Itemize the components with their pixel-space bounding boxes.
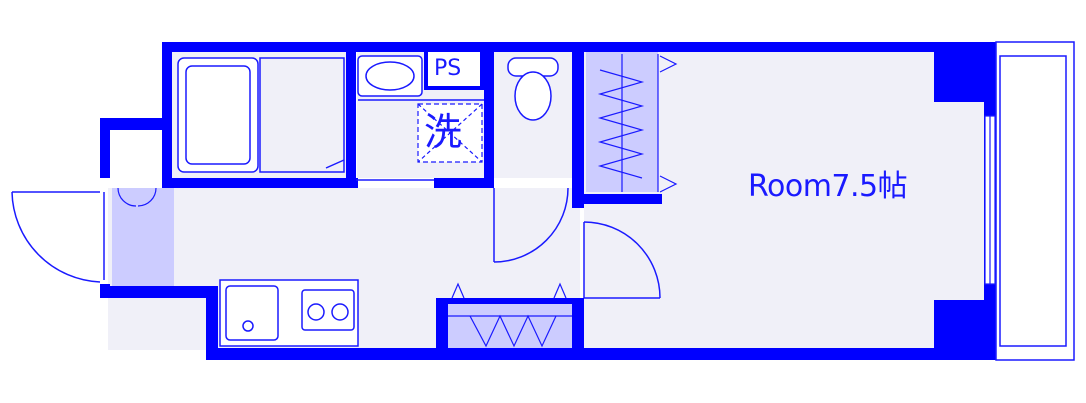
wall-wash-bottom-left [346, 178, 358, 188]
wall-entry-left-top [100, 118, 110, 178]
column-bottom-right [934, 300, 996, 360]
storage-fills [112, 52, 658, 348]
wall-wash-bottom-right [434, 178, 494, 188]
wall-room-divider-lower [572, 298, 584, 352]
room-door-swing [583, 221, 661, 299]
kitchen-storage-hatch [448, 282, 572, 348]
pipe-space-label: PS [434, 56, 462, 81]
bathtub [177, 57, 345, 173]
wall-entry-bottom [100, 286, 218, 298]
toilet-door-swing [493, 187, 569, 263]
washer-label: 洗 [424, 110, 463, 154]
kitchen [219, 279, 359, 347]
toilet [507, 57, 559, 121]
pipe-space-box [424, 48, 484, 90]
balcony-rail [999, 55, 1067, 347]
wash-door-line [325, 159, 345, 169]
kitchen-sink [225, 285, 279, 341]
wall-entry-top [100, 118, 164, 130]
bath-washing-area [259, 57, 345, 173]
wall-toilet-right [572, 42, 584, 208]
interior-doors [325, 159, 661, 299]
shoe-closet [112, 188, 174, 286]
wash-basin [357, 55, 484, 101]
front-door [11, 191, 105, 283]
room-closet-hatch [597, 54, 678, 193]
window [984, 115, 996, 285]
wall-closet-bottom [584, 194, 662, 204]
wall-bath-right [346, 42, 356, 188]
washer-diagonal-2 [417, 103, 483, 163]
kitchen-storage [446, 302, 572, 348]
sink-drain [242, 320, 254, 332]
wall-bath-bottom [162, 178, 354, 188]
toilet-bowl [514, 71, 552, 121]
balcony-outline [995, 41, 1075, 361]
bathtub-inner [185, 65, 251, 165]
shoe-closet-doors [117, 187, 157, 207]
wall-storage-top [436, 298, 576, 304]
wall-storage-left [436, 300, 448, 352]
washing-machine-space [417, 103, 483, 163]
basin-bowl [365, 61, 415, 91]
wall-kitchen-left [206, 286, 218, 358]
wall-bottom [206, 348, 996, 360]
room-size-label: Room7.5帖 [748, 169, 908, 204]
balcony [995, 41, 1075, 361]
wall-wash-right [484, 42, 494, 188]
burner-right [331, 303, 349, 321]
burner-left [307, 303, 325, 321]
wall-bath-left [162, 42, 172, 188]
column-top-right [934, 42, 996, 102]
